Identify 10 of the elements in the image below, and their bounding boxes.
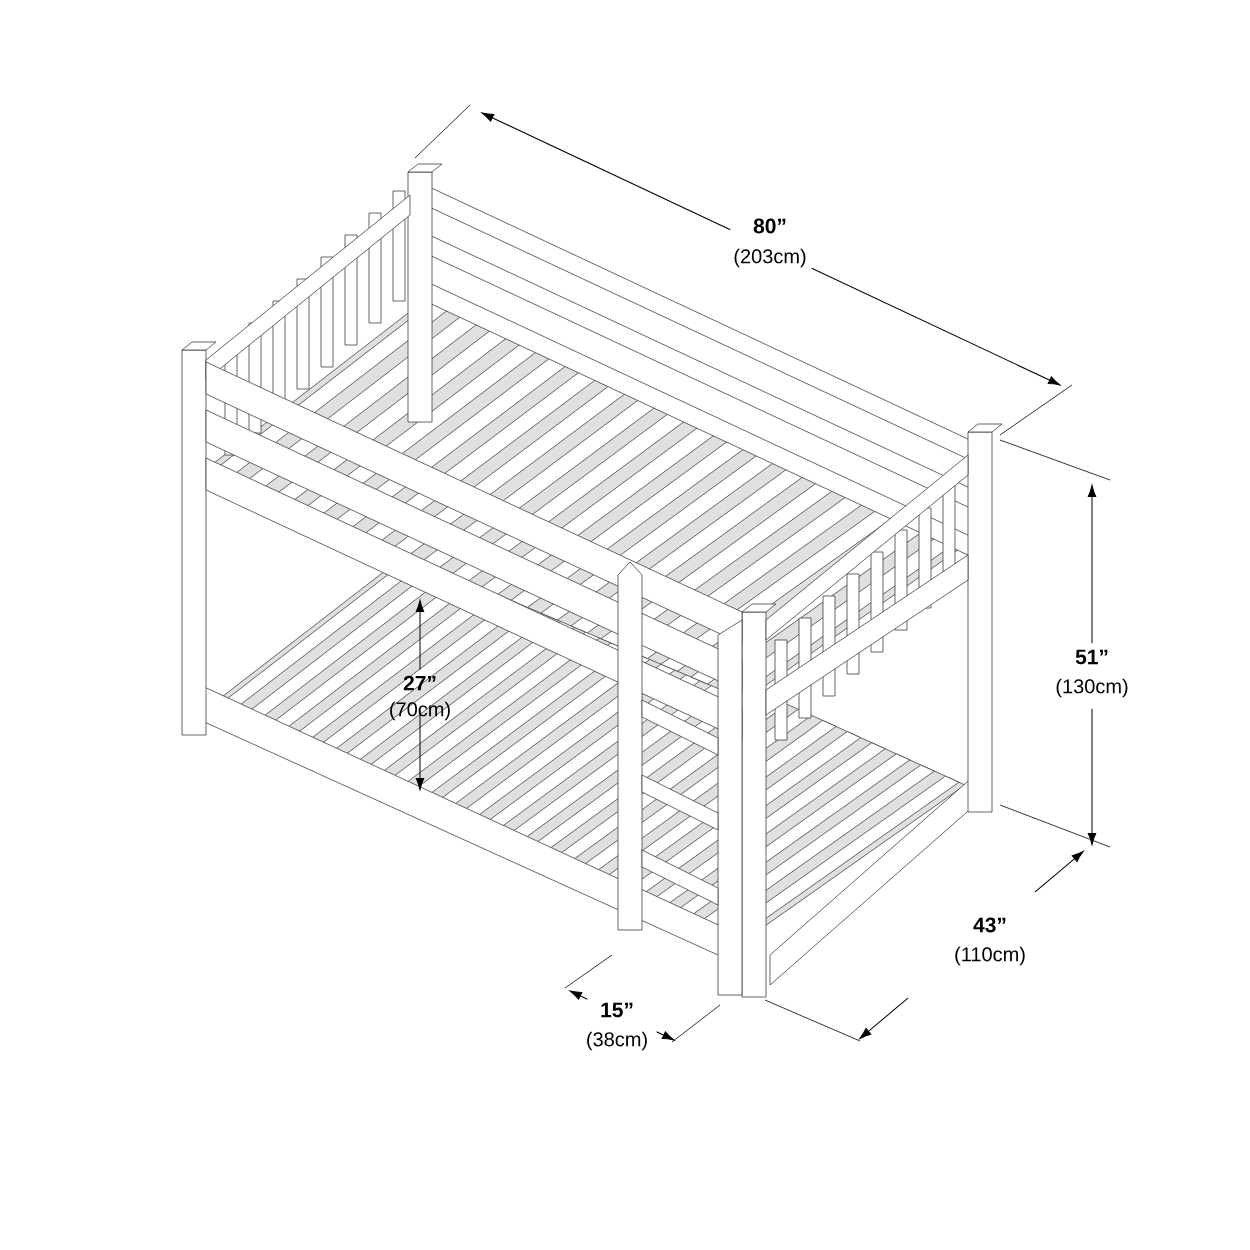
metric-value: (110cm) (955, 946, 1025, 966)
metric-value: (70cm) (390, 701, 450, 721)
metric-value: (38cm) (587, 1031, 647, 1051)
dimension-value: 51” (1075, 649, 1108, 665)
metric-value: (203cm) (734, 248, 806, 268)
dimension-value: 43” (973, 917, 1006, 933)
dimension-value: 27” (403, 675, 436, 691)
dimension-value: 15” (601, 1002, 633, 1018)
metric-value: (130cm) (1056, 678, 1128, 698)
dimension-value: 80” (753, 218, 786, 234)
